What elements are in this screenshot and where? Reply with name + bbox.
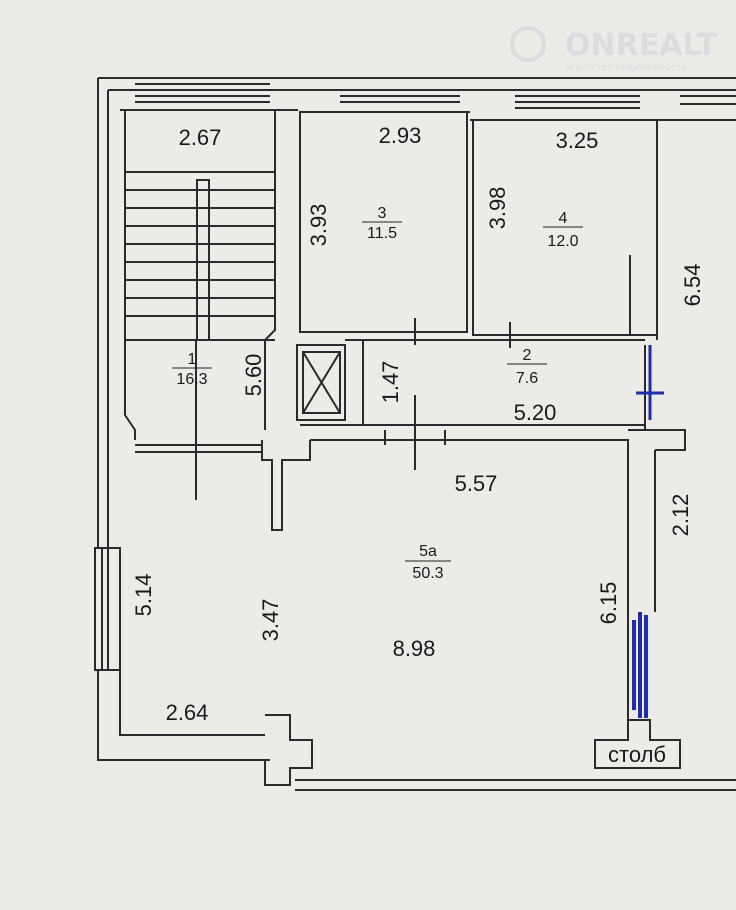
elevator-shaft [296, 344, 346, 421]
svg-text:7.6: 7.6 [516, 370, 538, 387]
dim-label: 6.15 [596, 582, 621, 625]
dim-label: 6.54 [680, 264, 705, 307]
svg-text:1: 1 [188, 351, 197, 368]
room-5a: 5а 50.3 [405, 543, 451, 582]
svg-text:агентство недвижимости: агентство недвижимости [565, 63, 687, 73]
room-1: 1 16.3 [172, 351, 212, 388]
svg-text:5а: 5а [419, 543, 437, 560]
dim-label: 3.93 [306, 204, 331, 247]
svg-text:4: 4 [559, 210, 568, 227]
column-label: столб [608, 742, 666, 767]
dim-label: 1.47 [378, 361, 403, 404]
blue-markers [632, 345, 664, 718]
svg-text:50.3: 50.3 [412, 565, 443, 582]
svg-text:16.3: 16.3 [176, 371, 207, 388]
dim-label: 5.60 [241, 354, 266, 397]
stairs [125, 179, 275, 500]
dim-label: 8.98 [393, 636, 436, 661]
dim-label: 5.14 [131, 574, 156, 617]
dim-label: 2.64 [166, 700, 209, 725]
svg-text:ONREALT: ONREALT [565, 28, 718, 63]
dim-label: 3.98 [485, 187, 510, 230]
svg-text:2: 2 [523, 347, 532, 364]
dim-label: 3.25 [556, 128, 599, 153]
walls [94, 77, 736, 791]
dim-label: 5.57 [455, 471, 498, 496]
room-4: 4 12.0 [543, 210, 583, 250]
dim-label: 3.47 [258, 599, 283, 642]
dim-label: 5.20 [514, 400, 557, 425]
room-3: 3 11.5 [362, 205, 402, 242]
labels: 2.67 2.93 3.25 3.93 3.98 6.54 5.60 1.47 … [131, 123, 705, 767]
watermark: ONREALT агентство недвижимости [510, 26, 718, 73]
dim-label: 2.93 [379, 123, 422, 148]
dim-label: 2.67 [179, 125, 222, 150]
room-2: 2 7.6 [507, 347, 547, 387]
svg-text:11.5: 11.5 [367, 225, 397, 242]
svg-text:12.0: 12.0 [547, 233, 578, 250]
dim-label: 2.12 [668, 494, 693, 537]
svg-text:3: 3 [378, 205, 387, 222]
